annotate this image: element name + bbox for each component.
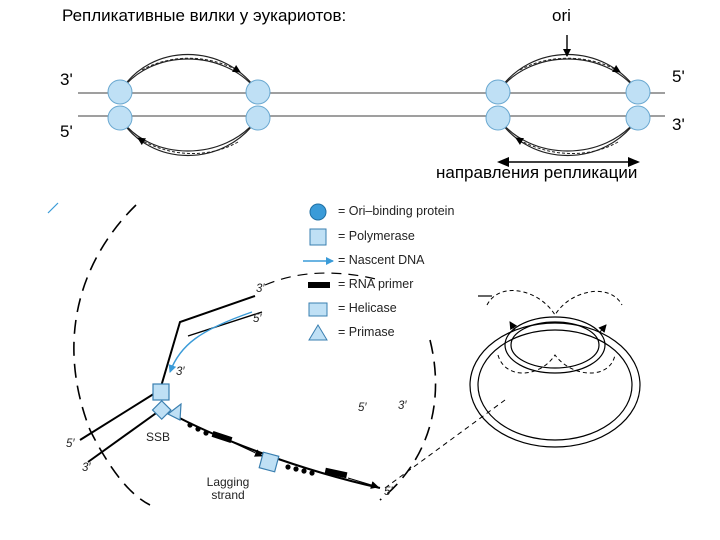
legend-icons xyxy=(303,203,334,341)
fork-label-bottom-5: 5′ xyxy=(384,486,393,498)
primase-icon xyxy=(308,324,328,341)
legend-item-rna-primer: = RNA primer xyxy=(338,277,414,291)
ori-label: ori xyxy=(552,6,571,25)
lagging-label-line2: strand xyxy=(211,488,245,502)
ori-binding-protein-icon xyxy=(309,203,327,221)
left-bottom-end-label: 5' xyxy=(60,122,73,141)
stray-mark xyxy=(47,202,59,214)
fork-label-top-3: 3′ xyxy=(256,283,265,295)
legend-item-nascent-dna: = Nascent DNA xyxy=(338,253,425,267)
lagging-polymerase xyxy=(258,451,280,473)
legend-item-primase: = Primase xyxy=(338,325,395,339)
fork-polymerase xyxy=(152,383,170,401)
fork-label-left-3: 3′ xyxy=(82,462,91,474)
fork-label-left-5: 5′ xyxy=(66,438,75,450)
direction-arrow xyxy=(497,157,640,167)
zoom-connector xyxy=(384,399,506,489)
fork-strands xyxy=(79,295,381,489)
helicase-icon xyxy=(308,302,328,317)
legend-item-helicase: = Helicase xyxy=(338,301,397,315)
polymerase-icon xyxy=(309,228,327,246)
ssb-label: SSB xyxy=(146,430,171,444)
lagging-strand-components xyxy=(187,422,379,489)
left-top-end-label: 3' xyxy=(60,70,73,89)
dna-duplex xyxy=(78,92,665,117)
replication-bubble-right xyxy=(485,53,651,157)
right-top-end-label: 5' xyxy=(672,67,685,86)
fork-primase xyxy=(166,402,182,421)
lagging-label-line1: Lagging xyxy=(206,475,250,489)
fork-helicase xyxy=(151,399,172,421)
legend-item-ori-binding: = Ori–binding protein xyxy=(338,204,455,218)
legend-item-polymerase: = Polymerase xyxy=(338,229,415,243)
fork-label-top-5: 5′ xyxy=(253,313,262,325)
replication-bubble-left xyxy=(107,53,271,157)
catenane xyxy=(469,290,641,448)
direction-label: направления репликации xyxy=(436,163,638,182)
fork-label-right-3: 3′ xyxy=(398,400,407,412)
fork-label-right-5: 5′ xyxy=(358,402,367,414)
rna-primer-icon xyxy=(308,282,330,288)
right-bottom-end-label: 3' xyxy=(672,115,685,134)
fork-label-mid-3: 3′ xyxy=(176,366,185,378)
lagging-strand-label: Lagging strand xyxy=(200,476,256,502)
page-title: Репликативные вилки у эукариотов: xyxy=(62,6,347,25)
fork-outline xyxy=(73,204,437,506)
